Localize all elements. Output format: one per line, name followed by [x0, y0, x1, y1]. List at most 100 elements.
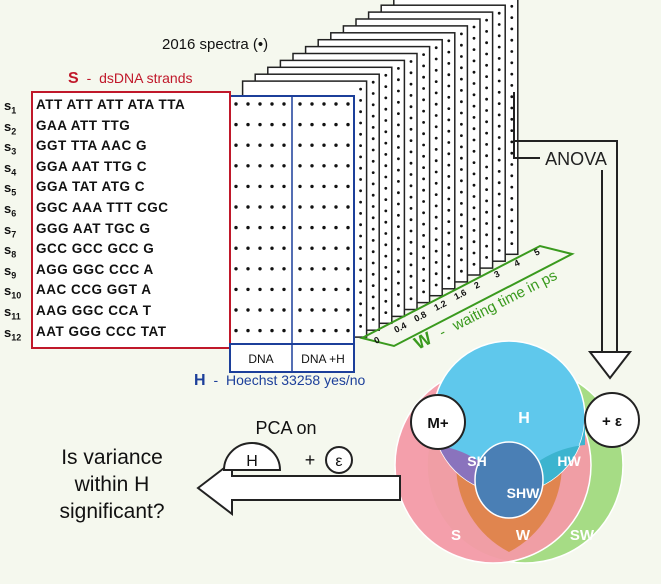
- spectrum-dot: [246, 246, 250, 250]
- venn-label-sw: SW: [570, 527, 595, 544]
- spectrum-dot: [298, 267, 302, 271]
- spectrum-dot: [359, 189, 362, 193]
- spectrum-dot: [359, 325, 362, 328]
- spectrum-dot: [246, 225, 250, 230]
- spectrum-dot: [497, 68, 501, 72]
- spectrum-dot: [434, 148, 438, 151]
- spectrum-dot: [510, 185, 514, 189]
- spectrum-dot: [485, 233, 488, 237]
- spectrum-dot: [334, 267, 338, 271]
- w-axis-band: [359, 244, 575, 348]
- spectrum-dot: [384, 254, 388, 258]
- spectrum-dot: [234, 267, 238, 271]
- spectrum-dot: [322, 164, 326, 168]
- spectrum-dot: [422, 279, 425, 282]
- venn-diagram: H SH HW SHW S W SW: [394, 340, 624, 564]
- spectrum-dot: [384, 277, 388, 281]
- spectrum-dot: [371, 171, 375, 175]
- spectrum-dot: [422, 132, 425, 136]
- spectrum-dot: [322, 287, 326, 292]
- spectrum-dot: [409, 195, 413, 199]
- spectrum-dot: [298, 308, 302, 312]
- spectrum-dot: [334, 246, 338, 250]
- s-factor-desc: dsDNA strands: [99, 70, 193, 86]
- spectrum-dot: [510, 219, 514, 223]
- strand-id: s3: [4, 139, 17, 157]
- spectrum-dot: [409, 229, 413, 233]
- strand-sequence: GGG AAT TGC G: [36, 220, 151, 236]
- spectrum-dot: [409, 161, 413, 165]
- spectrum-dot: [310, 143, 314, 147]
- spectrum-dot: [497, 203, 501, 207]
- spectrum-dot: [322, 225, 326, 230]
- spectrum-dot: [359, 87, 362, 91]
- venn-region-shw: [474, 441, 544, 519]
- spectrum-dot: [460, 122, 463, 126]
- s-factor-label: S - dsDNA strands: [68, 70, 193, 88]
- spectrum-dot: [434, 102, 438, 106]
- spectrum-dot: [447, 95, 451, 99]
- spectrum-dot: [485, 210, 488, 214]
- spectrum-dot: [409, 94, 413, 97]
- h-factor-label: H - Hoechst 33258 yes/no: [194, 372, 365, 390]
- strand-sequence: AGG GGC CCC A: [36, 261, 154, 277]
- spectrum-dot: [397, 202, 400, 206]
- spectrum-dot: [270, 287, 274, 292]
- spectrum-dot: [258, 102, 262, 106]
- spectrum-dot: [359, 212, 362, 215]
- spectrum-dot: [397, 100, 400, 104]
- spectrum-dot: [422, 234, 425, 237]
- spectrum-dot: [270, 164, 274, 168]
- spectrum-dot: [346, 246, 350, 250]
- pca-h-label: H: [246, 453, 258, 470]
- spectrum-dot: [346, 122, 350, 127]
- spectrum-dot: [472, 217, 476, 221]
- spectrum-dot: [497, 226, 501, 230]
- h-factor-letter: H: [194, 372, 206, 389]
- spectrum-dot: [246, 267, 250, 271]
- spectrum-dot: [384, 85, 388, 88]
- spectrum-dot: [322, 122, 326, 127]
- spectrum-dot: [485, 120, 488, 124]
- spectrum-dot: [310, 308, 314, 312]
- spectrum-dot: [371, 159, 375, 163]
- spectrum-dot: [472, 149, 476, 153]
- spectrum-dot: [472, 25, 476, 29]
- spectrum-dot: [510, 27, 514, 31]
- spectrum-dot: [497, 147, 501, 151]
- spectrum-dot: [334, 143, 338, 147]
- spectrum-dot: [472, 195, 476, 198]
- spectrum-dot: [397, 259, 400, 262]
- spectrum-dot: [447, 197, 451, 201]
- spectrum-dot: [460, 100, 463, 104]
- spectrum-dot: [334, 308, 338, 312]
- spectrum-dot: [472, 262, 476, 266]
- h-factor-dash: -: [213, 372, 219, 388]
- spectrum-dot: [472, 127, 476, 131]
- anova-label: ANOVA: [545, 149, 607, 169]
- waiting-time-tick: 3: [492, 269, 501, 280]
- spectrum-dot: [322, 308, 326, 312]
- strand-sequence: ATT ATT ATT ATA TTA: [36, 97, 186, 112]
- spectrum-dot: [384, 288, 388, 292]
- venn-label-sh: SH: [467, 453, 486, 469]
- strand-id: s4: [4, 159, 17, 178]
- spectrum-dot: [485, 41, 488, 45]
- spectrum-dot: [384, 119, 388, 122]
- spectrum-dot: [371, 318, 375, 321]
- spectrum-dot: [346, 102, 350, 106]
- spectrum-dot: [422, 154, 425, 158]
- spectrum-dot: [422, 75, 425, 79]
- spectrum-dot: [346, 308, 350, 312]
- spectrum-dot: [485, 165, 488, 169]
- anova-label-bg: [540, 146, 612, 170]
- spectrum-dot: [371, 126, 375, 129]
- spectrum-dot: [258, 225, 262, 230]
- spectrum-dot: [434, 114, 438, 117]
- spectrum-dot: [510, 72, 514, 76]
- spectrum-dot: [460, 111, 463, 115]
- spectrum-dot: [384, 164, 388, 168]
- spectrum-dot: [485, 222, 488, 225]
- spectrum-dot: [434, 170, 438, 174]
